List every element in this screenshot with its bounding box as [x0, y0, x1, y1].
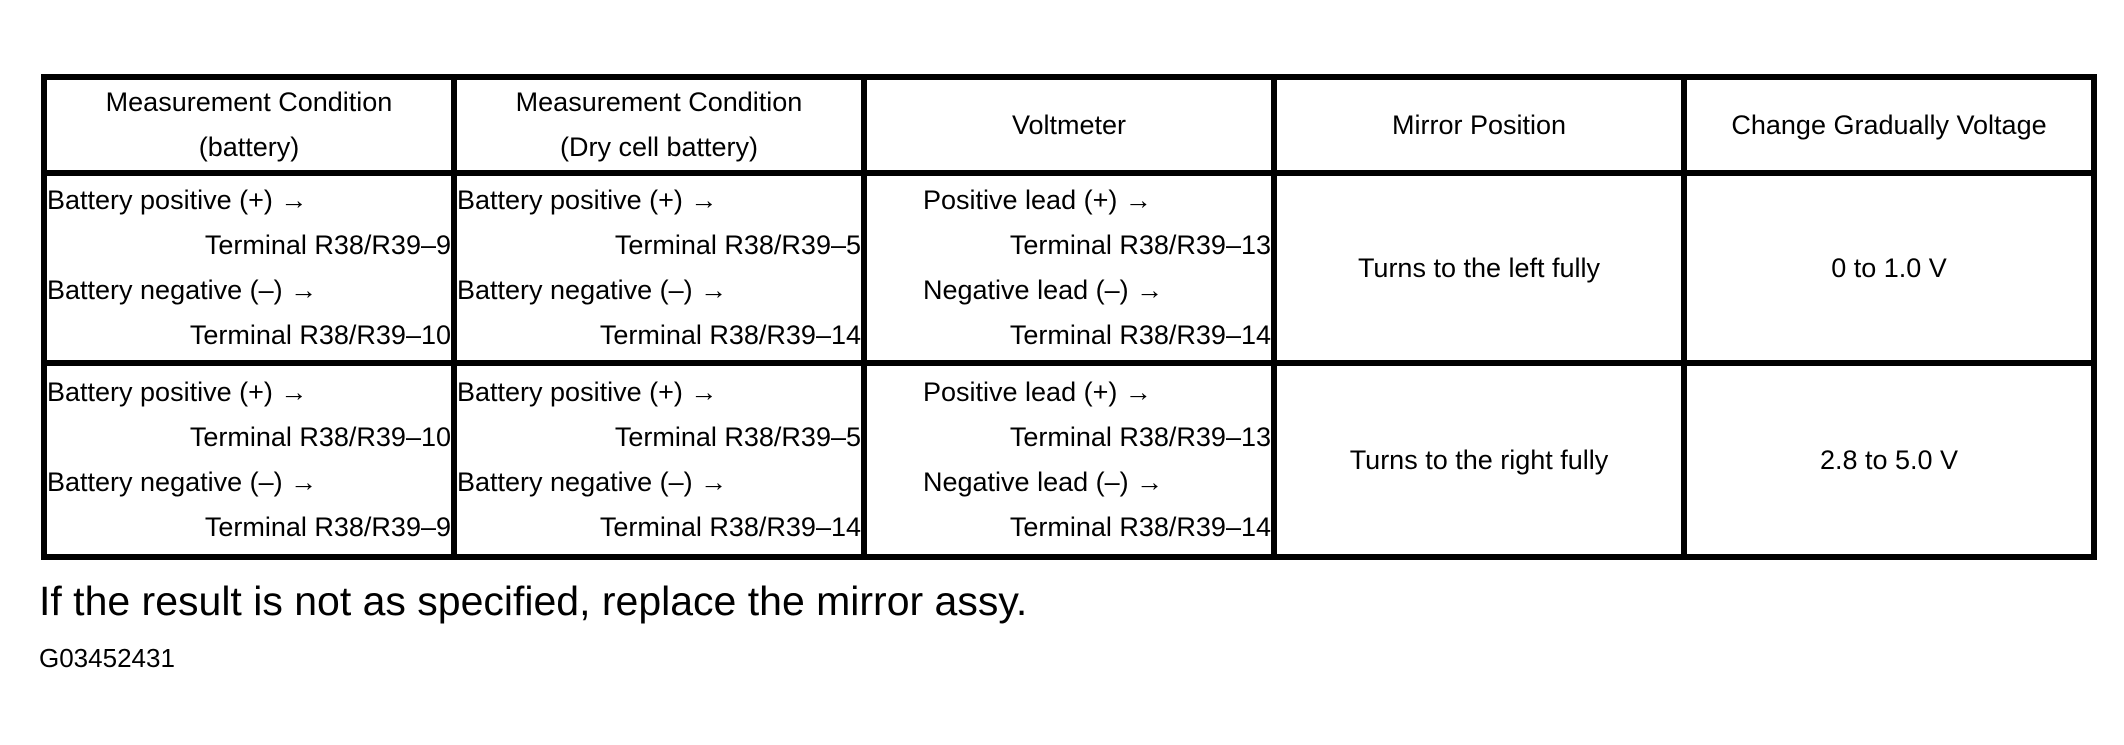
header-line: (Dry cell battery): [559, 132, 759, 162]
cell-line: Terminal R38/R39–14: [1009, 512, 1271, 542]
result-note: If the result is not as specified, repla…: [39, 578, 1028, 624]
header-measurement-condition-dry-cell: Measurement Condition (Dry cell battery): [451, 74, 867, 176]
cell-line: Battery negative (–) →: [47, 275, 318, 305]
cell-line: Positive lead (+) →: [923, 377, 1152, 407]
header-change-gradually-voltage: Change Gradually Voltage: [1681, 74, 2097, 176]
cell-line: Negative lead (–) →: [923, 275, 1164, 305]
cell-line: Terminal R38/R39–14: [599, 512, 861, 542]
cell-line: Terminal R38/R39–10: [189, 320, 451, 350]
cell-line: Battery negative (–) →: [47, 467, 318, 497]
table-header-row: Measurement Condition (battery) Measurem…: [41, 74, 2097, 176]
cell-mirror-position: Turns to the right fully: [1271, 360, 1687, 560]
header-line: Measurement Condition: [105, 87, 393, 117]
header-mirror-position: Mirror Position: [1271, 74, 1687, 176]
cell-line: Battery negative (–) →: [457, 275, 728, 305]
cell-line: Terminal R38/R39–5: [614, 230, 861, 260]
cell-line: Terminal R38/R39–13: [1009, 230, 1271, 260]
cell-measurement-battery: Battery positive (+) → Terminal R38/R39–…: [41, 170, 457, 366]
cell-voltage: 0 to 1.0 V: [1681, 170, 2097, 366]
cell-line: Battery positive (+) →: [47, 185, 308, 215]
figure-id: G03452431: [39, 643, 175, 673]
cell-line: Terminal R38/R39–13: [1009, 422, 1271, 452]
header-line: Measurement Condition: [515, 87, 803, 117]
cell-line: Terminal R38/R39–9: [204, 230, 451, 260]
table-row-turn-left: Battery positive (+) → Terminal R38/R39–…: [41, 170, 2097, 366]
cell-line: Terminal R38/R39–10: [189, 422, 451, 452]
header-measurement-condition-battery: Measurement Condition (battery): [41, 74, 457, 176]
cell-mirror-position: Turns to the left fully: [1271, 170, 1687, 366]
cell-line: Terminal R38/R39–9: [204, 512, 451, 542]
cell-line: Positive lead (+) →: [923, 185, 1152, 215]
cell-line: Battery positive (+) →: [457, 185, 718, 215]
cell-line: Terminal R38/R39–14: [599, 320, 861, 350]
cell-measurement-dry-cell: Battery positive (+) → Terminal R38/R39–…: [451, 360, 867, 560]
cell-voltmeter: Positive lead (+) → Terminal R38/R39–13 …: [861, 170, 1277, 366]
cell-measurement-dry-cell: Battery positive (+) → Terminal R38/R39–…: [451, 170, 867, 366]
cell-line: Terminal R38/R39–14: [1009, 320, 1271, 350]
cell-line: Battery positive (+) →: [47, 377, 308, 407]
header-line: (battery): [198, 132, 300, 162]
cell-voltage: 2.8 to 5.0 V: [1681, 360, 2097, 560]
table-row-turn-right: Battery positive (+) → Terminal R38/R39–…: [41, 360, 2097, 560]
cell-line: Terminal R38/R39–5: [614, 422, 861, 452]
mirror-test-spec-table: Measurement Condition (battery) Measurem…: [41, 74, 2097, 560]
cell-voltmeter: Positive lead (+) → Terminal R38/R39–13 …: [861, 360, 1277, 560]
cell-line: Battery positive (+) →: [457, 377, 718, 407]
cell-measurement-battery: Battery positive (+) → Terminal R38/R39–…: [41, 360, 457, 560]
cell-line: Negative lead (–) →: [923, 467, 1164, 497]
header-voltmeter: Voltmeter: [861, 74, 1277, 176]
cell-line: Battery negative (–) →: [457, 467, 728, 497]
